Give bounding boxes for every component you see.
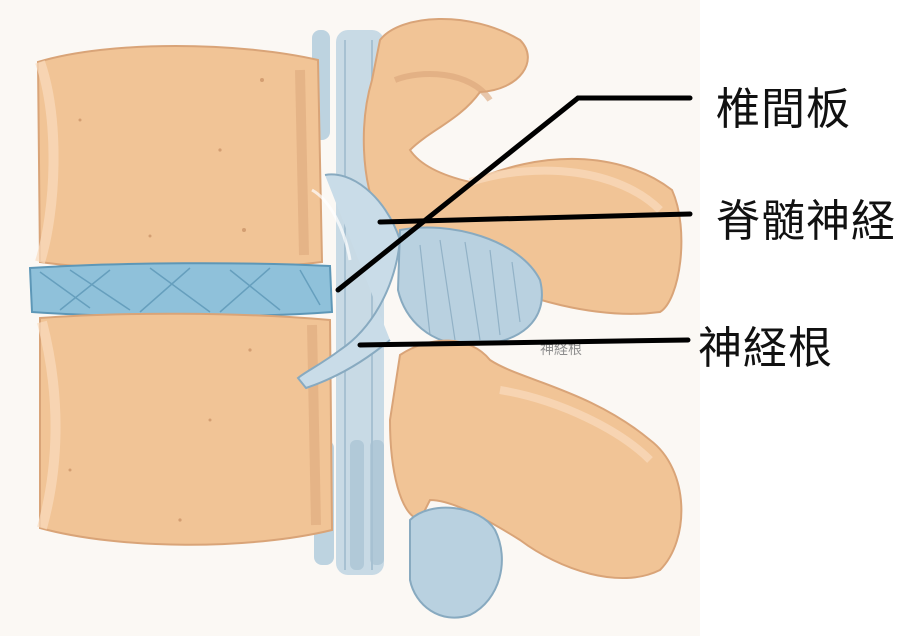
label-nerve-root: 神経根 bbox=[698, 327, 833, 371]
label-spinal-cord: 脊髄神経 bbox=[716, 200, 896, 244]
intervertebral-disc bbox=[30, 263, 332, 316]
label-intervertebral-disc: 椎間板 bbox=[716, 88, 851, 132]
lower-vertebral-body bbox=[40, 314, 332, 545]
facet-cartilage bbox=[410, 508, 502, 618]
upper-vertebral-body bbox=[38, 46, 322, 270]
